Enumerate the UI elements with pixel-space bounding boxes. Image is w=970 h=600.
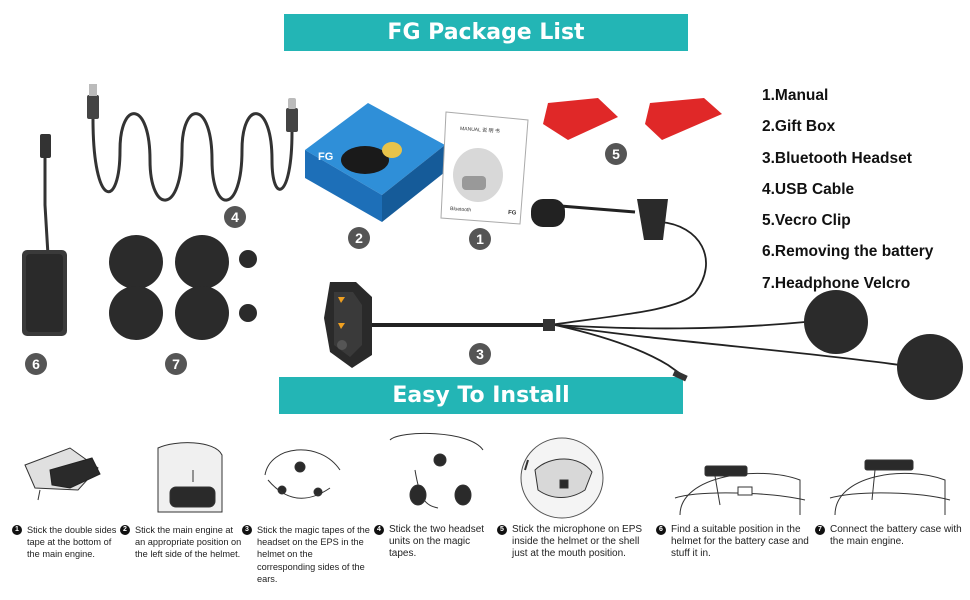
install-step: 5 Stick the microphone on EPS inside the… — [497, 524, 645, 561]
usb-cable — [87, 84, 298, 202]
package-list-title: FG Package List — [387, 20, 585, 45]
step-1-illustration — [24, 447, 101, 501]
velcro-pads — [109, 235, 257, 340]
package-item: 2.Gift Box — [762, 118, 836, 136]
package-item: 7.Headphone Velcro — [762, 274, 911, 292]
step-number-badge: 1 — [12, 525, 22, 535]
step-6-illustration — [674, 465, 806, 516]
step-text: Stick the double sides tape at the botto… — [27, 525, 117, 560]
red-vecro-clips — [543, 98, 722, 140]
package-list: 1.Manual 2.Gift Box 3.Bluetooth Headset … — [762, 86, 933, 305]
manual-header-text: MANUAL 说 明 书 — [460, 125, 500, 135]
box-brand-text: FG — [318, 151, 333, 163]
manual-booklet: MANUAL 说 明 书 Bluetooth FG — [440, 111, 529, 225]
step-number-badge: 6 — [656, 525, 666, 535]
step-number-badge: 3 — [242, 525, 252, 535]
step-3-illustration — [264, 449, 341, 499]
step-text: Stick the magic tapes of the headset on … — [257, 525, 370, 584]
step-7-illustration — [829, 459, 951, 516]
step-text: Stick the two headset units on the magic… — [389, 524, 485, 560]
step-5-illustration — [520, 437, 604, 519]
item-number-badge: 3 — [469, 343, 491, 365]
step-text: Connect the battery case with the main e… — [830, 524, 962, 548]
step-text: Stick the microphone on EPS inside the h… — [512, 524, 643, 560]
package-item: 6.Removing the battery — [762, 243, 934, 261]
item-number-badge: 4 — [224, 206, 246, 228]
package-item: 1.Manual — [762, 87, 829, 104]
item-number-badge: 2 — [348, 227, 370, 249]
gift-box: FG — [305, 103, 445, 222]
step-text: Find a suitable position in the helmet f… — [671, 524, 809, 560]
manual-model-text: FG — [508, 210, 517, 217]
item-number-badge: 6 — [25, 353, 47, 375]
install-step: 2 Stick the main engine at an appropriat… — [120, 524, 242, 561]
install-step: 6 Find a suitable position in the helmet… — [656, 524, 812, 561]
install-step: 4 Stick the two headset units on the mag… — [374, 524, 494, 561]
package-item: 4.USB Cable — [762, 180, 855, 198]
item-number-badge: 7 — [165, 353, 187, 375]
manual-brand-text: Bluetooth — [450, 206, 472, 213]
step-number-badge: 2 — [120, 525, 130, 535]
step-4-illustration — [389, 433, 484, 509]
battery-case — [22, 134, 67, 336]
install-banner: Easy To Install — [279, 377, 683, 414]
package-item: 3.Bluetooth Headset — [762, 149, 912, 167]
install-step: 1 Stick the double sides tape at the bot… — [12, 524, 124, 561]
step-illustrations — [24, 433, 951, 519]
install-step: 3 Stick the magic tapes of the headset o… — [242, 524, 370, 585]
step-number-badge: 5 — [497, 525, 507, 535]
step-text: Stick the main engine at an appropriate … — [135, 525, 242, 560]
step-number-badge: 7 — [815, 525, 825, 535]
install-step: 7 Connect the battery case with the main… — [815, 524, 967, 548]
item-number-badge: 5 — [605, 143, 627, 165]
package-item: 5.Vecro Clip — [762, 212, 851, 230]
step-number-badge: 4 — [374, 525, 384, 535]
install-title: Easy To Install — [392, 383, 570, 408]
step-2-illustration — [157, 442, 223, 513]
item-number-badge: 1 — [469, 228, 491, 250]
bluetooth-headset — [324, 199, 963, 400]
package-list-banner: FG Package List — [284, 14, 688, 51]
